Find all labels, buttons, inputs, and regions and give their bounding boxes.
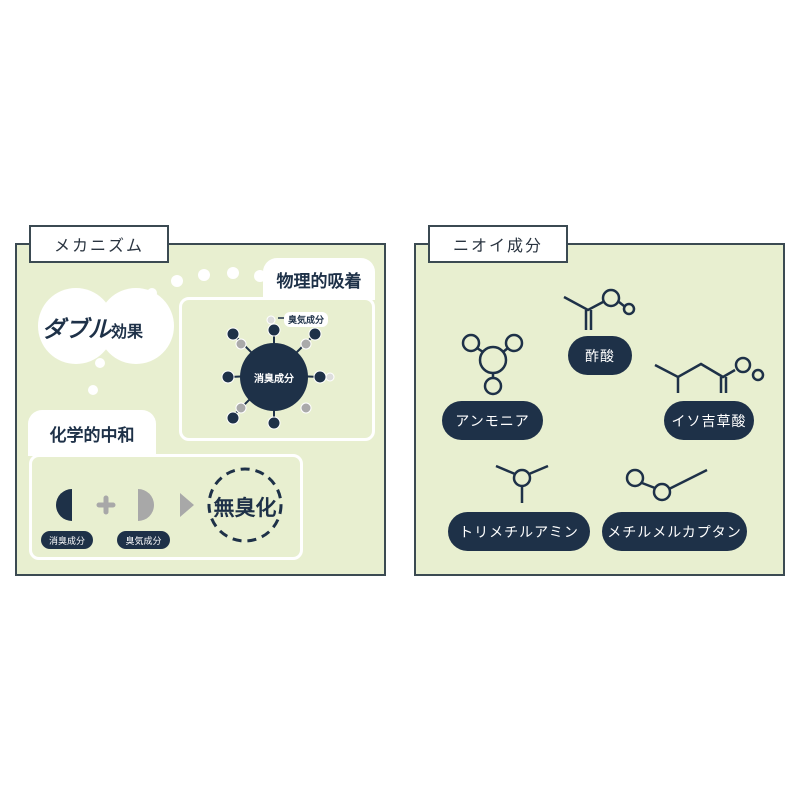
acetic-acid-structure <box>563 288 636 330</box>
isovaleric-acid-structure <box>654 356 765 393</box>
dashed-circle <box>207 467 283 543</box>
deodorant-pill: 消臭成分 <box>41 531 93 549</box>
deodorant-half-icon <box>56 489 72 521</box>
molecule-structures <box>461 288 765 503</box>
methyl-mercaptan-structure <box>625 468 708 502</box>
negative-charges <box>221 323 327 430</box>
mechanism-title: メカニズム <box>29 225 169 263</box>
odor-components-title: ニオイ成分 <box>428 225 568 263</box>
arrow-icon <box>180 493 194 517</box>
trimethylamine-structure <box>495 464 549 503</box>
odor-item-trimethylamine: トリメチルアミン <box>448 512 590 551</box>
chemical-neutralization-title: 化学的中和 <box>28 410 156 456</box>
physical-adsorption-box <box>179 297 375 441</box>
odor-component-callout: 臭気成分 <box>284 312 329 327</box>
odor-item-isovaleric-acid: イソ吉草酸 <box>664 401 754 440</box>
odorless-label: 無臭化 <box>213 496 277 520</box>
double-effect-label: ダブル効果 <box>42 310 172 344</box>
double-effect-main: ダブル <box>42 317 111 343</box>
ammonia-structure <box>461 333 524 396</box>
double-effect-sub: 効果 <box>111 322 144 341</box>
odor-item-acetic-acid: 酢酸 <box>568 336 632 375</box>
odor-pill: 臭気成分 <box>117 531 170 549</box>
chemical-neutralization-box <box>29 454 303 560</box>
odor-item-ammonia: アンモニア <box>442 401 543 440</box>
deodorant-core-label: 消臭成分 <box>254 374 294 385</box>
odor-item-methyl-mercaptan: メチルメルカプタン <box>602 512 747 551</box>
deodorant-core <box>240 343 308 411</box>
odor-particles <box>235 315 335 414</box>
plus-icon <box>96 495 116 515</box>
thought-bubble <box>38 267 266 395</box>
physical-adsorption-title: 物理的吸着 <box>263 258 375 300</box>
odor-half-icon <box>138 489 154 521</box>
